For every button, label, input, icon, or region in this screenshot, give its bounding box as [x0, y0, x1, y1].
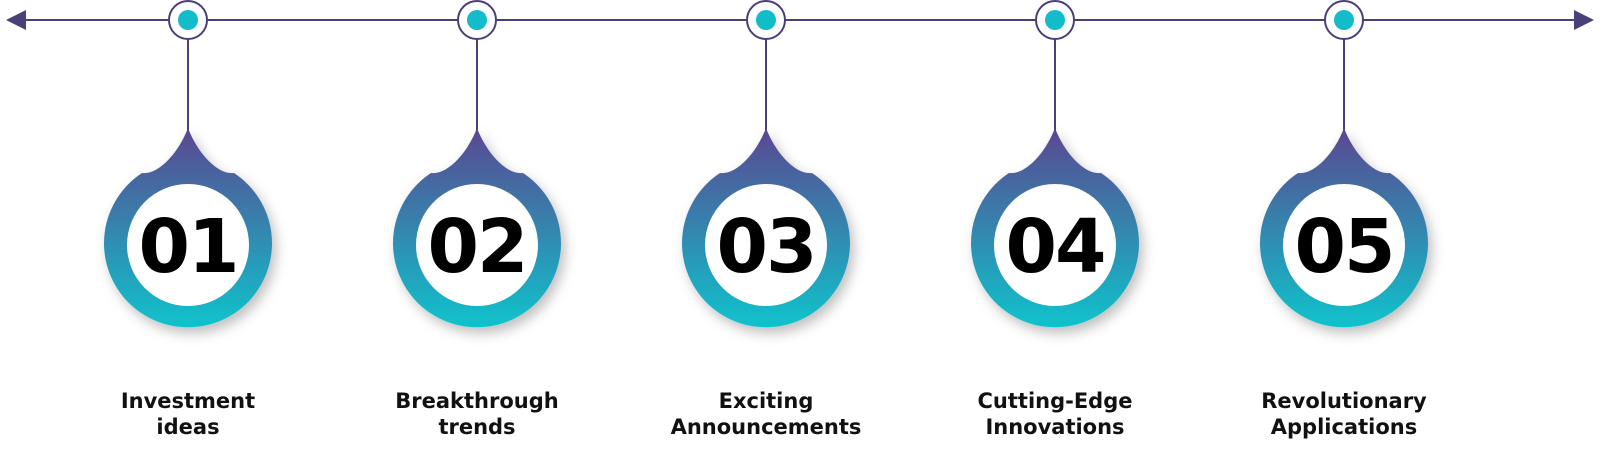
timeline-step: 05: [1260, 0, 1428, 328]
left-arrow-icon: [6, 10, 26, 30]
step-number-disc: [994, 184, 1116, 306]
step-number: 05: [1295, 204, 1394, 290]
timeline-step: 04: [971, 0, 1139, 328]
timeline-step: 02: [393, 0, 561, 328]
step-title-line: Cutting-Edge: [977, 389, 1133, 413]
timeline-node-dot: [1045, 10, 1065, 30]
step-title-line: Investment: [120, 389, 256, 413]
step-number: 03: [717, 204, 816, 290]
step-number-disc: [705, 184, 827, 306]
timeline-node-dot: [178, 10, 198, 30]
step-number-disc: [416, 184, 538, 306]
step-number-disc: [1283, 184, 1405, 306]
step-number: 01: [139, 204, 238, 290]
timeline-step: 01: [104, 0, 273, 328]
step-title-line: Announcements: [670, 415, 862, 439]
right-arrow-icon: [1574, 10, 1594, 30]
step-title-line: ideas: [156, 415, 220, 439]
timeline-node-dot: [467, 10, 487, 30]
step-title-line: Innovations: [985, 415, 1125, 439]
step-title-line: Breakthrough: [395, 389, 559, 413]
timeline-node-dot: [1334, 10, 1354, 30]
timeline-node-dot: [756, 10, 776, 30]
timeline-step: 03: [682, 0, 850, 328]
step-title-line: Applications: [1270, 415, 1418, 439]
step-title-line: trends: [438, 415, 516, 439]
step-title-line: Exciting: [718, 389, 814, 413]
step-number-disc: [127, 184, 249, 306]
step-number: 04: [1006, 204, 1105, 290]
step-number: 02: [428, 204, 527, 290]
step-title-line: Revolutionary: [1261, 389, 1427, 413]
